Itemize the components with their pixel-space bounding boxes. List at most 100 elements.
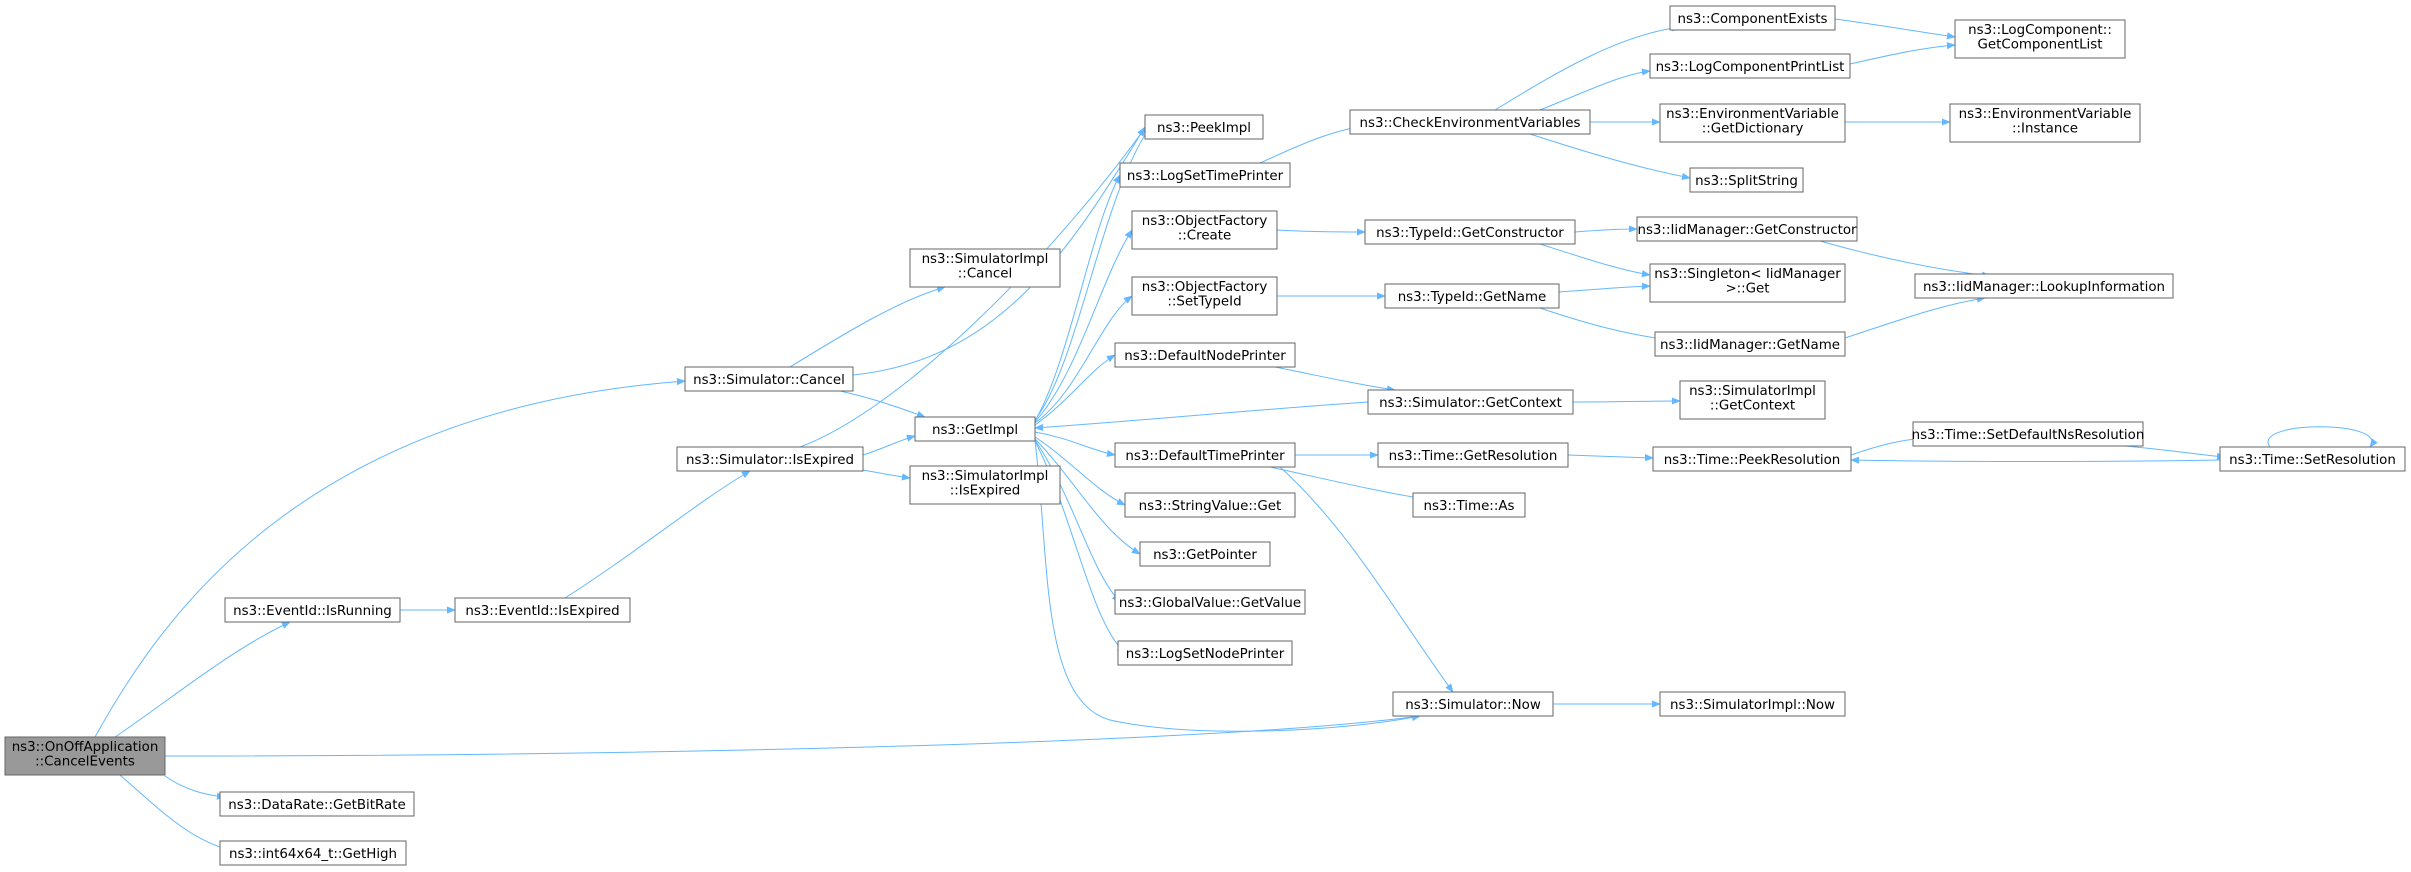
node-label: ns3::OnOffApplication [12,740,159,755]
edge-getimpl-to-objfactory_create [1034,229,1133,423]
node-sim-getcontext[interactable]: ns3::Simulator::GetContext [1367,389,1574,415]
node-defaultnodeprinter[interactable]: ns3::DefaultNodePrinter [1114,342,1296,368]
node-globalvalue-getvalue[interactable]: ns3::GlobalValue::GetValue [1114,589,1306,615]
node-logsetnodeprinter[interactable]: ns3::LogSetNodePrinter [1117,640,1293,666]
node-sim-now[interactable]: ns3::Simulator::Now [1392,691,1554,717]
node-eventid-isexpired[interactable]: ns3::EventId::IsExpired [454,597,631,623]
node-label: ::GetContext [1710,399,1795,414]
node-label: ns3::Simulator::Now [1405,698,1541,713]
node-envvar-instance[interactable]: ns3::EnvironmentVariable::Instance [1949,103,2141,143]
node-envvar-getdict[interactable]: ns3::EnvironmentVariable::GetDictionary [1659,103,1846,143]
node-label: ns3::DefaultTimePrinter [1125,449,1285,464]
node-getpointer[interactable]: ns3::GetPointer [1139,541,1271,567]
node-box [1114,342,1296,368]
node-label: ::Create [1178,229,1232,244]
node-label: ns3::EnvironmentVariable [1666,107,1839,122]
node-label: ns3::PeekImpl [1157,121,1251,136]
node-label: ns3::Time::GetResolution [1389,449,1558,464]
node-objfactory-settypeid[interactable]: ns3::ObjectFactory::SetTypeId [1131,276,1278,316]
node-time-peekresolution[interactable]: ns3::Time::PeekResolution [1652,446,1852,472]
node-box [1654,331,1846,357]
node-label: ns3::IidManager::LookupInformation [1923,280,2165,295]
node-box [909,465,1061,505]
node-typeid-getname[interactable]: ns3::TypeId::GetName [1384,283,1560,309]
node-label: ns3::Simulator::Cancel [693,373,845,388]
node-logcomponentprintlist[interactable]: ns3::LogComponentPrintList [1649,53,1851,79]
node-int64x64-gethigh[interactable]: ns3::int64x64_t::GetHigh [219,840,407,866]
node-box [1377,442,1569,468]
node-box [1349,109,1591,135]
node-root[interactable]: ns3::OnOffApplication::CancelEvents [4,736,166,776]
node-label: >::Get [1725,282,1769,297]
node-label: ns3::GlobalValue::GetValue [1119,596,1301,611]
node-defaulttimeprinter[interactable]: ns3::DefaultTimePrinter [1114,442,1296,468]
node-label: ns3::SimulatorImpl::Now [1670,698,1835,713]
edge-checkenv-to-componentexists [1494,24,1681,111]
edge-time_getresolution-to-time_peekresolution [1567,454,1654,462]
edge-checkenv-to-splitstring [1529,133,1691,180]
node-label: ::Instance [2012,122,2078,137]
node-iidmgr-lookupinfo[interactable]: ns3::IidManager::LookupInformation [1914,273,2174,299]
node-simimpl-isexpired[interactable]: ns3::SimulatorImpl::IsExpired [909,465,1061,505]
node-box [1144,114,1264,140]
edge-sim_isexpired-to-simimpl_isexpired [862,469,911,481]
node-singleton-get[interactable]: ns3::Singleton< IidManager>::Get [1649,263,1846,303]
node-peekimpl[interactable]: ns3::PeekImpl [1144,114,1264,140]
edge-iidmgr_getname-to-iidmgr_lookupinfo [1844,295,1986,339]
node-label: ns3::LogComponent:: [1968,23,2112,38]
node-iidmgr-getconstructor[interactable]: ns3::IidManager::GetConstructor [1636,216,1858,242]
node-box [1659,103,1846,143]
node-logcomponent-getlist[interactable]: ns3::LogComponent::GetComponentList [1954,19,2126,59]
node-label: ns3::TypeId::GetConstructor [1376,226,1564,241]
edge-root-to-datarate_getbitrate [164,775,226,800]
node-getimpl[interactable]: ns3::GetImpl [914,416,1036,442]
node-box [454,597,631,623]
edge-checkenv-to-logcomponentprintlist [1539,68,1651,111]
node-sim-isexpired[interactable]: ns3::Simulator::IsExpired [676,446,864,472]
edge-time_setresolution-to-time_peekresolution [1850,456,2221,464]
node-time-getresolution[interactable]: ns3::Time::GetResolution [1377,442,1569,468]
node-box [1689,167,1804,193]
node-label: ::GetDictionary [1702,122,1804,137]
node-label: ns3::Time::SetResolution [2229,453,2396,468]
node-label: ns3::EventId::IsExpired [465,604,619,619]
node-box [1131,276,1278,316]
edge-logcomponentprintlist-to-logcomponent_getlist [1849,42,1956,65]
node-box [1649,53,1851,79]
node-label: GetComponentList [1977,38,2102,53]
edge-time_setresolution-to-time_setresolution [2267,426,2378,448]
edge-getimpl-to-getpointer [1034,438,1141,555]
node-splitstring[interactable]: ns3::SplitString [1689,167,1804,193]
node-label: ns3::SimulatorImpl [922,469,1049,484]
node-logsettimeprinter[interactable]: ns3::LogSetTimePrinter [1119,162,1291,188]
node-datarate-getbitrate[interactable]: ns3::DataRate::GetBitRate [219,791,415,817]
node-iidmgr-getname[interactable]: ns3::IidManager::GetName [1654,331,1846,357]
node-label: ::IsExpired [950,484,1021,499]
edge-typeid_getname-to-singleton_get [1558,282,1651,293]
node-label: ns3::LogSetTimePrinter [1127,169,1284,184]
node-label: ns3::EnvironmentVariable [1959,107,2132,122]
edge-getimpl-to-peekimpl [1034,126,1151,421]
node-box [914,416,1036,442]
edge-getimpl-to-logsettimeprinter [1034,174,1121,422]
edge-typeid_getname-to-iidmgr_getname [1539,307,1671,343]
node-simimpl-now[interactable]: ns3::SimulatorImpl::Now [1659,691,1846,717]
edge-getimpl-to-objfactory_settypeid [1034,295,1133,424]
node-eventid-isrunning[interactable]: ns3::EventId::IsRunning [224,597,401,623]
node-objfactory-create[interactable]: ns3::ObjectFactory::Create [1131,210,1278,250]
node-simimpl-cancel[interactable]: ns3::SimulatorImpl::Cancel [909,248,1061,288]
node-checkenv[interactable]: ns3::CheckEnvironmentVariables [1349,109,1591,135]
node-typeid-getconstructor[interactable]: ns3::TypeId::GetConstructor [1364,219,1576,245]
node-simimpl-getcontext[interactable]: ns3::SimulatorImpl::GetContext [1679,380,1826,420]
node-label: ns3::TypeId::GetName [1398,290,1547,305]
node-sim-cancel[interactable]: ns3::Simulator::Cancel [684,366,854,392]
node-box [1114,442,1296,468]
node-stringvalue-get[interactable]: ns3::StringValue::Get [1124,492,1296,518]
node-time-setdefaultnsres[interactable]: ns3::Time::SetDefaultNsResolution [1912,421,2145,447]
node-box [1949,103,2141,143]
node-time-setresolution[interactable]: ns3::Time::SetResolution [2219,446,2406,472]
node-label: ns3::ComponentExists [1677,12,1827,27]
node-componentexists[interactable]: ns3::ComponentExists [1669,5,1836,31]
edge-root-to-int64x64_gethigh [119,774,231,852]
node-time-as[interactable]: ns3::Time::As [1412,492,1526,518]
